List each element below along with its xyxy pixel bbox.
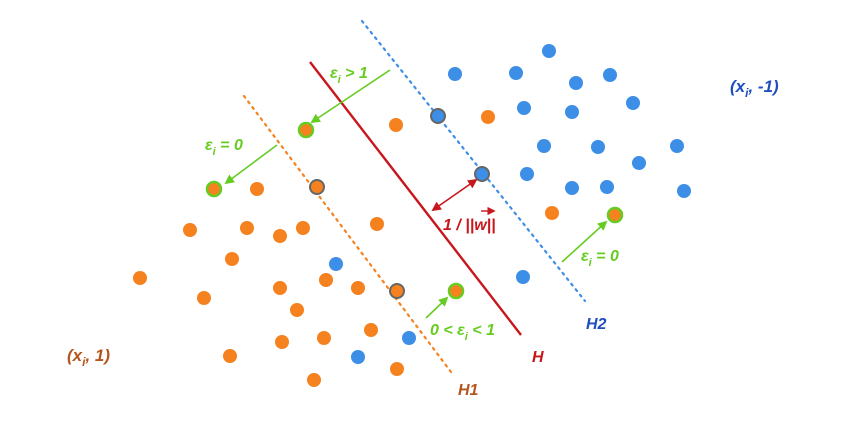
class-pos-point-21: [390, 362, 404, 376]
class-pos-point-18: [364, 323, 378, 337]
class-neg-point-13: [474, 166, 490, 182]
slack-point-2: [447, 282, 465, 300]
hyperplane-h1: [242, 94, 453, 374]
class-neg-point-21: [351, 350, 365, 364]
class-neg-point-2: [509, 66, 523, 80]
slack-arrow-zero-left: [224, 144, 278, 185]
class-pos-point-7: [370, 217, 384, 231]
label-class-neg: (xi, -1): [730, 77, 779, 100]
slack-point-0: [297, 121, 315, 139]
hyperplane-h: [309, 61, 522, 336]
class-neg-point-4: [603, 68, 617, 82]
label-eps-zero-left: εi = 0: [205, 137, 243, 158]
class-neg-point-5: [517, 101, 531, 115]
label-h2: H2: [586, 316, 607, 333]
class-pos-point-15: [290, 303, 304, 317]
class-neg-point-18: [329, 257, 343, 271]
class-pos-point-5: [273, 229, 287, 243]
class-pos-point-23: [481, 110, 495, 124]
slack-arrow-zero-right: [561, 220, 608, 263]
class-pos-point-16: [275, 335, 289, 349]
class-neg-point-14: [520, 167, 534, 181]
class-neg-point-1: [448, 67, 462, 81]
class-pos-point-10: [197, 291, 211, 305]
slack-arrow-gt1: [310, 69, 391, 124]
slack-arrow-between: [425, 296, 449, 319]
class-pos-point-17: [317, 331, 331, 345]
class-pos-point-4: [240, 221, 254, 235]
label-eps-gt1: εi > 1: [330, 65, 368, 86]
class-neg-point-6: [565, 105, 579, 119]
class-pos-point-9: [133, 271, 147, 285]
class-neg-point-17: [677, 184, 691, 198]
class-pos-point-8: [225, 252, 239, 266]
class-pos-point-22: [389, 118, 403, 132]
class-pos-point-24: [545, 206, 559, 220]
class-pos-point-12: [319, 273, 333, 287]
label-class-pos: (xi, 1): [67, 346, 110, 369]
class-neg-point-3: [569, 76, 583, 90]
label-eps-between: 0 < εi < 1: [430, 322, 495, 343]
class-neg-point-10: [591, 140, 605, 154]
class-neg-point-19: [516, 270, 530, 284]
class-neg-point-15: [565, 181, 579, 195]
label-eps-zero-right: εi = 0: [581, 248, 619, 269]
class-pos-point-2: [309, 179, 325, 195]
class-neg-point-11: [670, 139, 684, 153]
class-neg-point-8: [430, 108, 446, 124]
class-neg-point-12: [632, 156, 646, 170]
class-neg-point-7: [626, 96, 640, 110]
margin-arrow: [431, 178, 478, 212]
class-neg-point-9: [537, 139, 551, 153]
label-h: H: [532, 349, 544, 366]
class-neg-point-0: [542, 44, 556, 58]
class-neg-point-16: [600, 180, 614, 194]
slack-point-1: [606, 206, 624, 224]
class-pos-point-0: [205, 180, 223, 198]
class-neg-point-20: [402, 331, 416, 345]
class-pos-point-19: [223, 349, 237, 363]
label-margin: 1 / ||w||: [443, 217, 496, 234]
class-pos-point-13: [351, 281, 365, 295]
class-pos-point-20: [307, 373, 321, 387]
class-pos-point-11: [273, 281, 287, 295]
hyperplane-h2: [360, 19, 587, 303]
class-pos-point-3: [183, 223, 197, 237]
class-pos-point-1: [250, 182, 264, 196]
label-h1: H1: [458, 382, 479, 399]
class-pos-point-14: [389, 283, 405, 299]
class-neg-points: [329, 44, 691, 364]
class-pos-points: [133, 110, 624, 387]
class-pos-point-6: [296, 221, 310, 235]
